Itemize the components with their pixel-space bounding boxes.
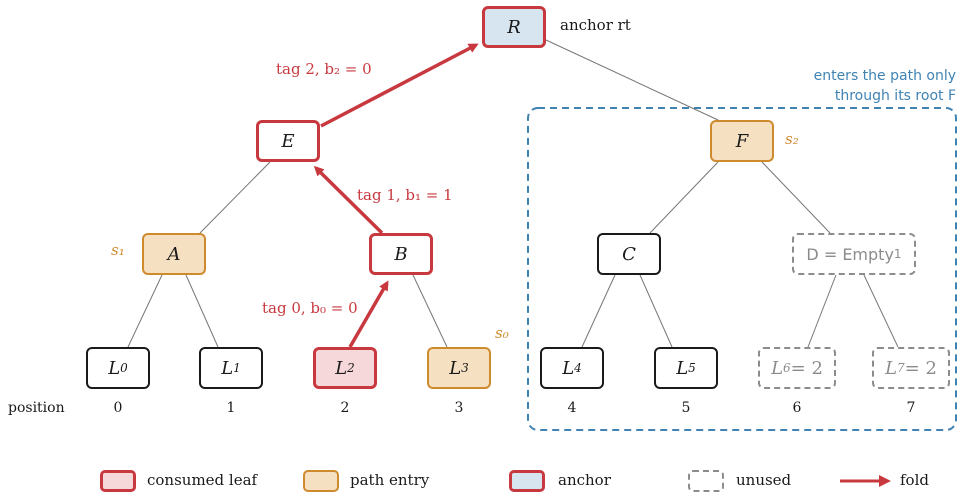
edge-F-D <box>761 161 831 234</box>
edge-E-A <box>199 161 271 234</box>
edge-D-L6 <box>807 274 837 348</box>
subtree-box <box>527 107 957 431</box>
edge-C-L4 <box>581 274 616 348</box>
edge-F-C <box>649 161 719 234</box>
position-0: 0 <box>113 400 123 416</box>
edge-A-L0 <box>127 274 163 348</box>
fold-arrow-E-R <box>320 43 479 128</box>
subtree-note-line2: through its root F <box>834 88 956 104</box>
subtree-note-line1: enters the path only <box>813 68 956 84</box>
position-7: 7 <box>906 400 916 416</box>
anchor-label: anchor rt <box>560 16 631 34</box>
legend-fold-label: fold <box>900 471 929 489</box>
legend-entry-label: path entry <box>350 471 430 489</box>
fold-tag-1-label: tag 1, b₁ = 1 <box>357 186 453 204</box>
position-5: 5 <box>681 400 691 416</box>
position-6: 6 <box>792 400 802 416</box>
edge-B-L3 <box>412 274 448 348</box>
node-F: F <box>710 120 774 162</box>
fold-arrow-B-E <box>313 165 384 235</box>
sibling-s0-label: s₀ <box>495 324 509 342</box>
legend-anchor-label: anchor <box>558 471 611 489</box>
node-C: C <box>597 233 661 275</box>
position-1: 1 <box>226 400 236 416</box>
legend-unused-label: unused <box>736 471 792 489</box>
tree-edges <box>127 39 899 348</box>
fold-tag-2-label: tag 2, b₂ = 0 <box>276 60 372 78</box>
edge-C-L5 <box>639 274 673 348</box>
legend-unused-swatch <box>688 470 724 492</box>
legend-consumed-swatch <box>100 470 136 492</box>
position-4: 4 <box>567 400 577 416</box>
subtree-note: enters the path only through its root F <box>770 66 956 106</box>
sibling-s2-label: s₂ <box>785 130 799 148</box>
node-A: A <box>142 233 206 275</box>
edge-A-L1 <box>185 274 219 348</box>
fold-arrows <box>313 43 479 348</box>
position-2: 2 <box>340 400 350 416</box>
fold-tag-0-label: tag 0, b₀ = 0 <box>262 299 358 317</box>
edge-R-F <box>545 39 719 121</box>
position-label: position <box>8 400 65 416</box>
sibling-s1-label: s₁ <box>111 241 125 259</box>
node-B: B <box>369 233 433 275</box>
legend-anchor-swatch <box>509 470 545 492</box>
fold-arrow-L2-B <box>348 280 389 348</box>
legend-entry-swatch <box>303 470 339 492</box>
position-3: 3 <box>454 400 464 416</box>
node-R: R <box>482 6 546 48</box>
edge-D-L7 <box>863 274 899 348</box>
legend-consumed-label: consumed leaf <box>147 471 258 489</box>
node-E: E <box>256 120 320 162</box>
